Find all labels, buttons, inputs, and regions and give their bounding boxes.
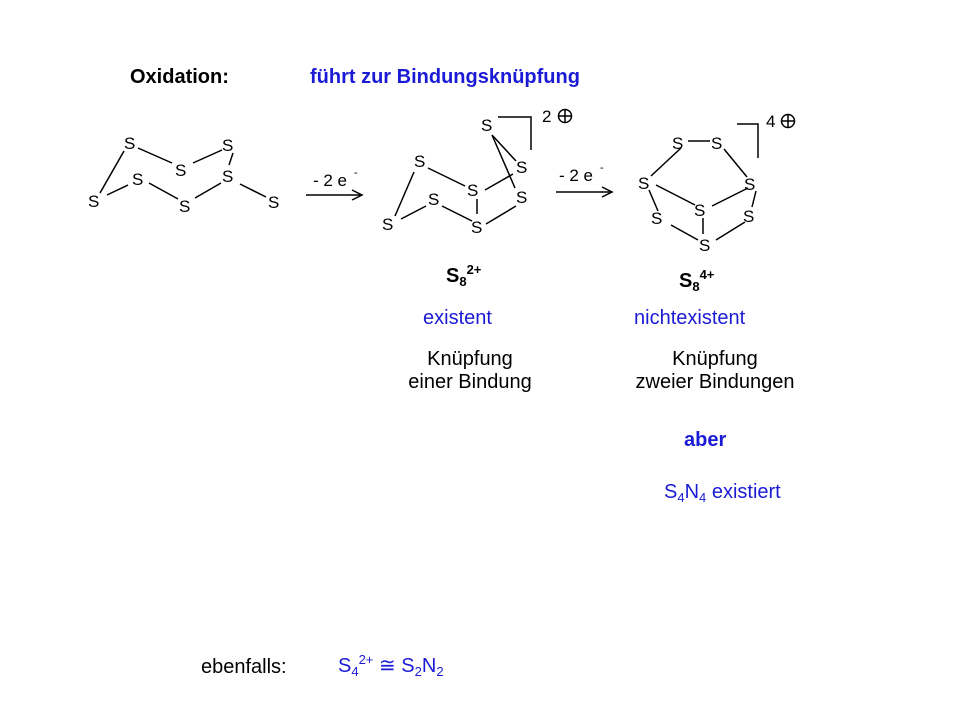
plus-circle-icon: [557, 108, 573, 124]
footer-equivalence: S42+ ≅ S2N2: [338, 652, 444, 679]
s-atom: S: [711, 134, 722, 153]
s4n4-statement: S4N4 existiert: [664, 481, 781, 505]
formula-s8-2plus: S82+: [446, 262, 482, 289]
status-existent: existent: [423, 307, 492, 329]
heading-label: Oxidation:: [130, 66, 229, 88]
arrow-label-sup: -: [600, 162, 604, 174]
charge-number: 4: [766, 112, 775, 131]
s-atom: S: [638, 174, 649, 193]
s8-2plus-bonds: [394, 134, 517, 225]
desc-line: einer Bindung: [408, 371, 532, 393]
arrow-label: - 2 e: [313, 171, 347, 190]
atom-labels: S S S S S S S S S S S S S S S S S S S S …: [88, 116, 755, 255]
s-atom: S: [744, 175, 755, 194]
heading-text: führt zur Bindungsknüpfung: [310, 66, 580, 88]
s-atom: S: [651, 209, 662, 228]
s-atom: S: [481, 116, 492, 135]
contrast-word: aber: [684, 429, 727, 451]
s-atom: S: [222, 167, 233, 186]
s-atom: S: [672, 134, 683, 153]
s-atom: S: [132, 170, 143, 189]
reaction-arrow-2: - 2 e -: [556, 162, 614, 198]
s-atom: S: [694, 201, 705, 220]
charge-bracket-4plus: 4: [737, 112, 796, 158]
s-atom: S: [467, 181, 478, 200]
s8-4plus-bonds: [648, 140, 757, 241]
status-nichtexistent: nichtexistent: [634, 307, 746, 329]
s-atom: S: [516, 158, 527, 177]
s-atom: S: [268, 193, 279, 212]
arrow-label: - 2 e: [559, 166, 593, 185]
charge-bracket-2plus: 2: [498, 107, 573, 150]
s-atom: S: [382, 215, 393, 234]
footer-label: ebenfalls:: [201, 656, 287, 678]
reaction-arrow-1: - 2 e -: [306, 167, 364, 201]
desc-line: zweier Bindungen: [635, 371, 795, 393]
desc-line: Knüpfung: [427, 348, 513, 370]
s-atom: S: [428, 190, 439, 209]
s8-bonds: [99, 147, 267, 200]
s-atom: S: [699, 236, 710, 255]
s-atom: S: [222, 136, 233, 155]
formula-s8-4plus: S84+: [679, 267, 715, 294]
s-atom: S: [175, 161, 186, 180]
s-atom: S: [743, 207, 754, 226]
charge-number: 2: [542, 107, 551, 126]
s-atom: S: [124, 134, 135, 153]
s-atom: S: [516, 188, 527, 207]
description-species2: Knüpfung zweier Bindungen: [615, 348, 815, 394]
arrow-label-sup: -: [354, 167, 358, 179]
plus-circle-icon: [780, 113, 796, 129]
s-atom: S: [88, 192, 99, 211]
description-species1: Knüpfung einer Bindung: [370, 348, 570, 394]
desc-line: Knüpfung: [672, 348, 758, 370]
s-atom: S: [414, 152, 425, 171]
s-atom: S: [179, 197, 190, 216]
s-atom: S: [471, 218, 482, 237]
